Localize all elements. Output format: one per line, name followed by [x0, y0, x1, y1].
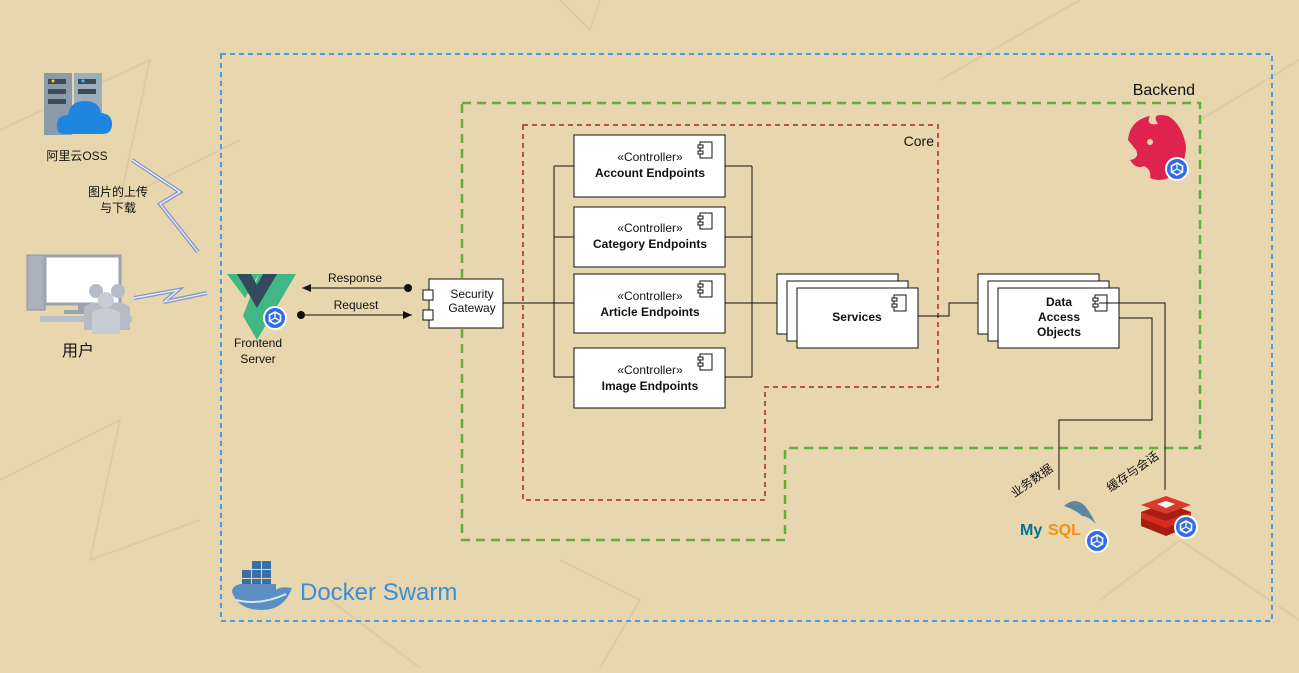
oss-label: 阿里云OSS: [46, 149, 107, 163]
cloud-server-icon: [44, 73, 112, 135]
mysql-icon: My SQL: [1020, 501, 1096, 539]
database-connectors: [1058, 302, 1166, 490]
user-computer-icon: [26, 254, 132, 334]
request-label: Request: [334, 298, 379, 312]
backend-label: Backend: [1133, 82, 1195, 99]
dao-label-2: Access: [1038, 310, 1080, 324]
transfer-lightning-icon: [130, 158, 200, 254]
docker-swarm-label: Docker Swarm: [300, 579, 457, 606]
kubernetes-icon: [1085, 529, 1109, 553]
controller-image: «Controller» Image Endpoints: [573, 347, 726, 409]
mysql-my: My: [1020, 522, 1042, 539]
request-connector: [297, 311, 412, 319]
docker-icon: [232, 561, 292, 610]
backend-boundary: [460, 101, 1202, 542]
services-label: Services: [832, 310, 882, 324]
gateway-label-1: Security: [450, 287, 493, 301]
cache-session-label: 缓存与会话: [1104, 449, 1161, 495]
transfer-label-1: 图片的上传: [88, 184, 148, 199]
core-label: Core: [904, 133, 935, 149]
transfer-label-2: 与下载: [100, 201, 136, 215]
controller-category: «Controller» Category Endpoints: [573, 206, 726, 268]
controller-name: Image Endpoints: [602, 379, 699, 393]
kubernetes-icon: [1165, 157, 1189, 181]
controller-name: Article Endpoints: [600, 305, 700, 319]
dao-label-3: Objects: [1037, 325, 1081, 339]
core-boundary: [522, 124, 939, 501]
kubernetes-icon: [263, 306, 287, 330]
controller-account: «Controller» Account Endpoints: [573, 134, 726, 198]
dao-component: [977, 273, 1120, 349]
controller-stereotype: «Controller»: [617, 221, 683, 235]
response-connector: [302, 284, 412, 292]
controller-article: «Controller» Article Endpoints: [573, 273, 726, 334]
frontend-label-1: Frontend: [234, 336, 282, 350]
kubernetes-icon: [1174, 515, 1198, 539]
controller-stereotype: «Controller»: [617, 289, 683, 303]
controller-stereotype: «Controller»: [617, 150, 683, 164]
security-gateway-component: [422, 278, 504, 329]
response-label: Response: [328, 271, 382, 285]
gateway-label-2: Gateway: [448, 301, 495, 315]
controller-connectors: [503, 165, 777, 378]
vue-icon: [227, 274, 296, 340]
dao-label-1: Data: [1046, 295, 1072, 309]
mysql-sql: SQL: [1048, 522, 1081, 539]
business-data-label: 业务数据: [1007, 460, 1055, 500]
user-label: 用户: [62, 342, 94, 360]
services-dao-connector: [918, 302, 978, 317]
controller-name: Account Endpoints: [595, 166, 705, 180]
controller-name: Category Endpoints: [593, 237, 707, 251]
frontend-label-2: Server: [240, 352, 275, 366]
docker-swarm-boundary: [220, 53, 1273, 622]
services-component: [776, 273, 919, 349]
controller-stereotype: «Controller»: [617, 363, 683, 377]
